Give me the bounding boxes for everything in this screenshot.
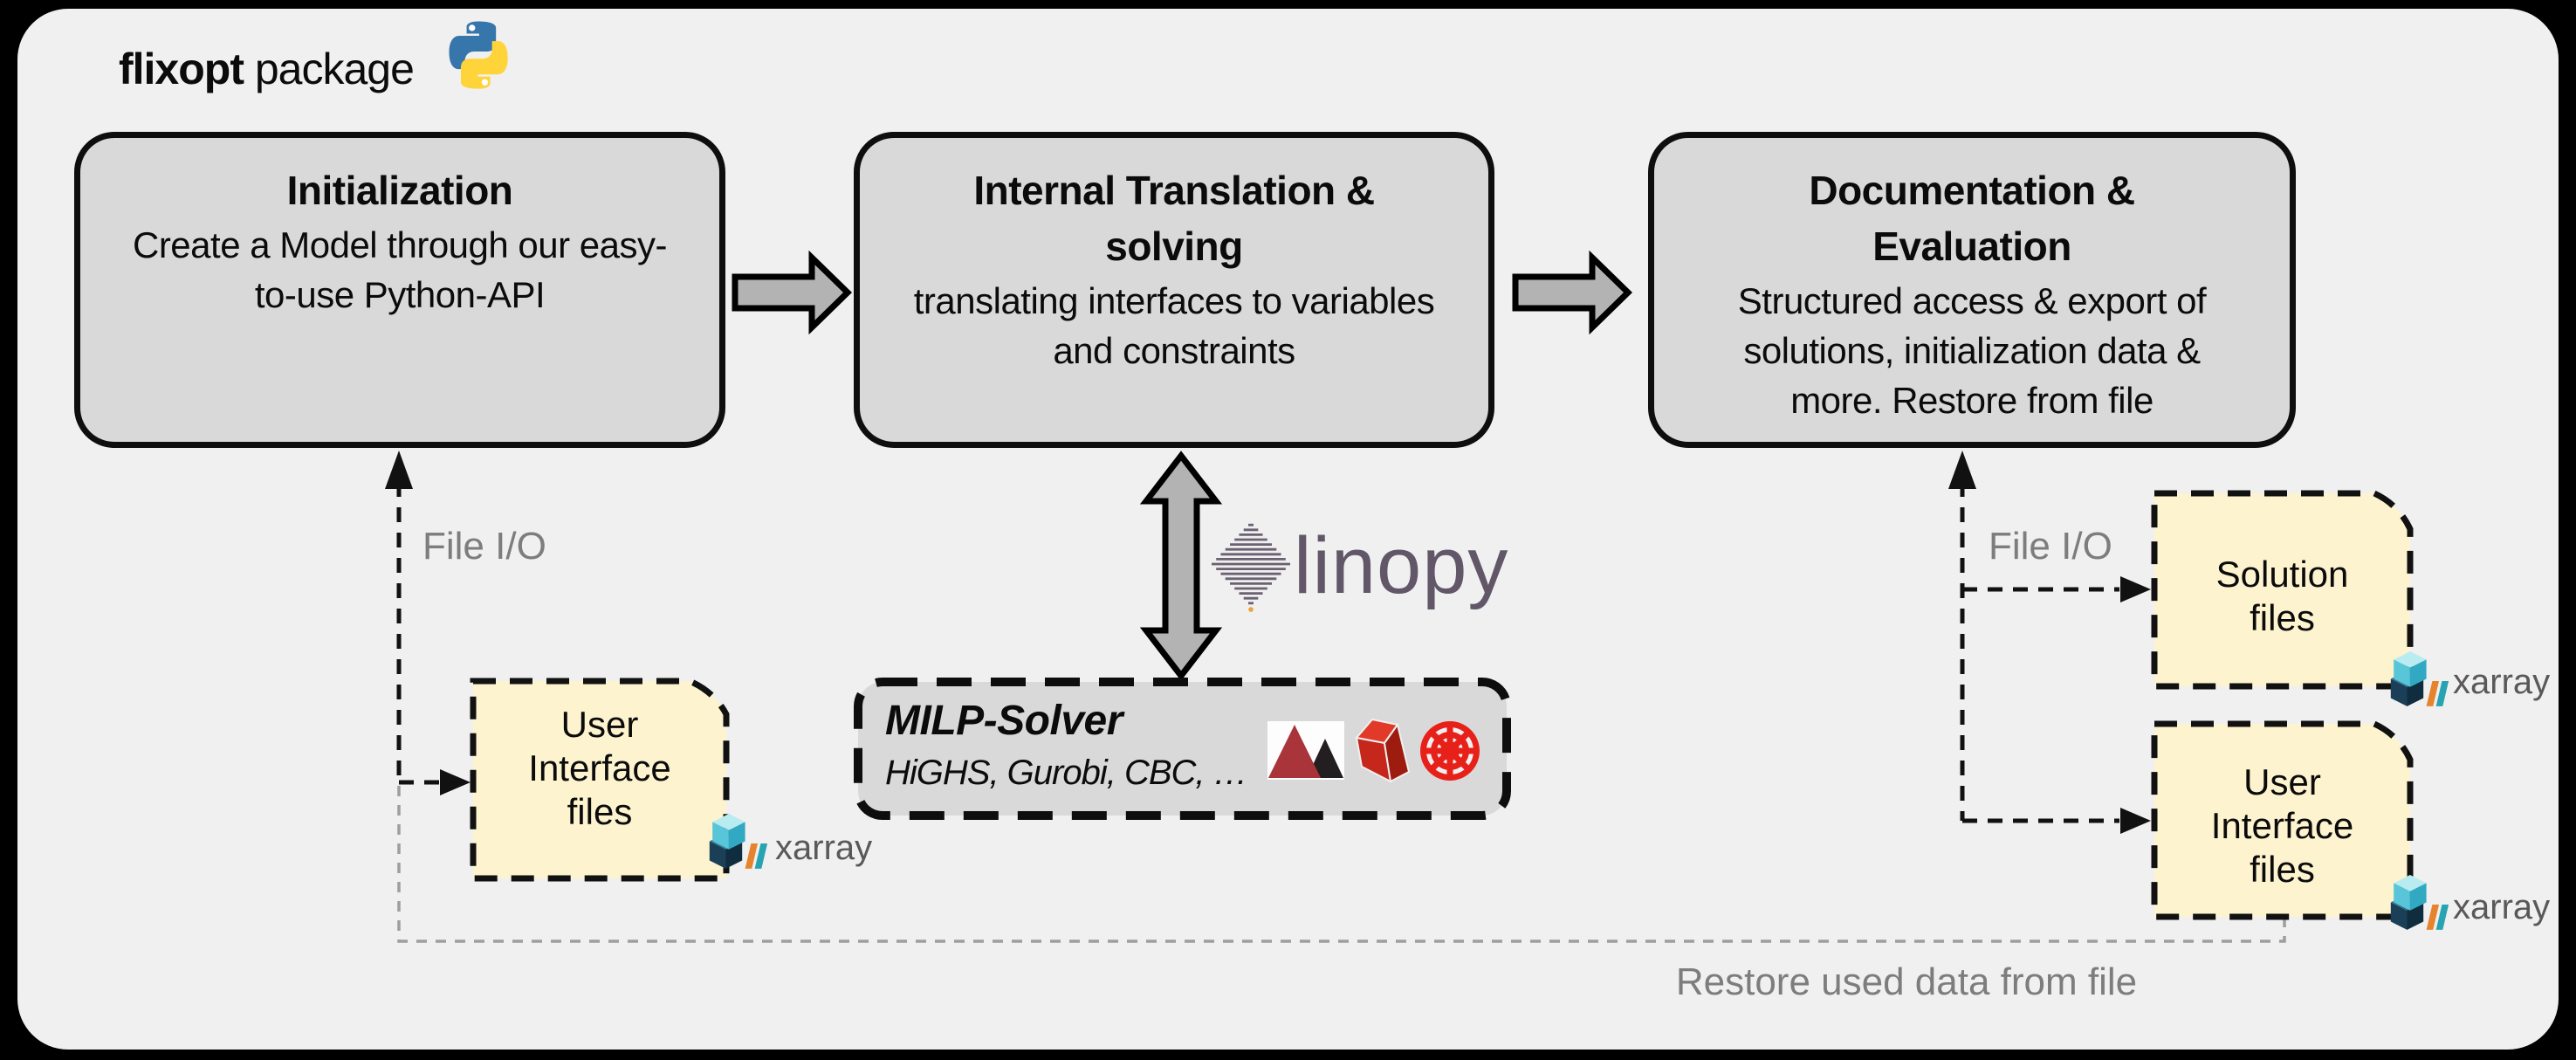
stage-translation-body: translating interfaces to variables and …: [913, 280, 1435, 371]
note-user-interface-right: [2151, 720, 2414, 920]
arrow-translation-to-documentation: [1512, 250, 1633, 335]
restore-label: Restore used data from file: [1675, 960, 2138, 1003]
gurobi-icon: [1355, 718, 1411, 783]
connector-arrowheads: [385, 451, 2151, 834]
milp-solver-list: HiGHS, Gurobi, CBC, …: [885, 754, 1248, 792]
note-user-interface-left-label: User Interface files: [528, 704, 671, 832]
milp-solver-text: MILP-Solver HiGHS, Gurobi, CBC, …: [885, 699, 1269, 795]
stage-documentation-body: Structured access & export of solutions,…: [1737, 280, 2207, 421]
stage-translation-solving: Internal Translation & solving translati…: [854, 132, 1494, 448]
note-solution-files: [2151, 490, 2414, 690]
note-user-interface-right-label: User Interface files: [2210, 761, 2354, 890]
title-rest: package: [243, 45, 415, 93]
stage-initialization-heading: Initialization: [286, 168, 513, 213]
stage-initialization-body: Create a Model through our easy- to-use …: [132, 224, 668, 315]
xarray-label-solution: xarray: [2453, 663, 2551, 701]
page-title: flixopt package: [119, 44, 415, 94]
xarray-label-right: xarray: [2453, 888, 2551, 926]
arrow-init-to-translation: [732, 250, 853, 335]
stage-documentation-evaluation: Documentation & Evaluation Structured ac…: [1648, 132, 2296, 448]
cbc-icon: [1420, 721, 1480, 781]
linopy-label: linopy: [1294, 521, 1509, 610]
restore-path: [397, 786, 2286, 943]
file-io-connectors: [396, 482, 2119, 823]
file-io-label-right: File I/O: [1989, 525, 2112, 568]
linopy-icon: [1212, 523, 1290, 612]
file-io-label-left: File I/O: [422, 525, 546, 568]
stage-documentation-heading: Documentation & Evaluation: [1809, 168, 2135, 269]
stage-initialization: Initialization Create a Model through ou…: [74, 132, 725, 448]
milp-solver-box: [854, 678, 1511, 820]
note-solution-files-label: Solution files: [2215, 554, 2349, 638]
xarray-icon-solution: [2390, 651, 2449, 706]
xarray-label-left: xarray: [775, 829, 873, 867]
arrow-translation-linopy-bidirectional: [1139, 451, 1223, 681]
milp-solver-heading: MILP-Solver: [885, 698, 1123, 744]
python-icon: [449, 21, 508, 89]
highs-icon: [1267, 721, 1344, 780]
title-brand: flixopt: [119, 45, 244, 93]
stage-translation-heading: Internal Translation & solving: [973, 168, 1375, 269]
